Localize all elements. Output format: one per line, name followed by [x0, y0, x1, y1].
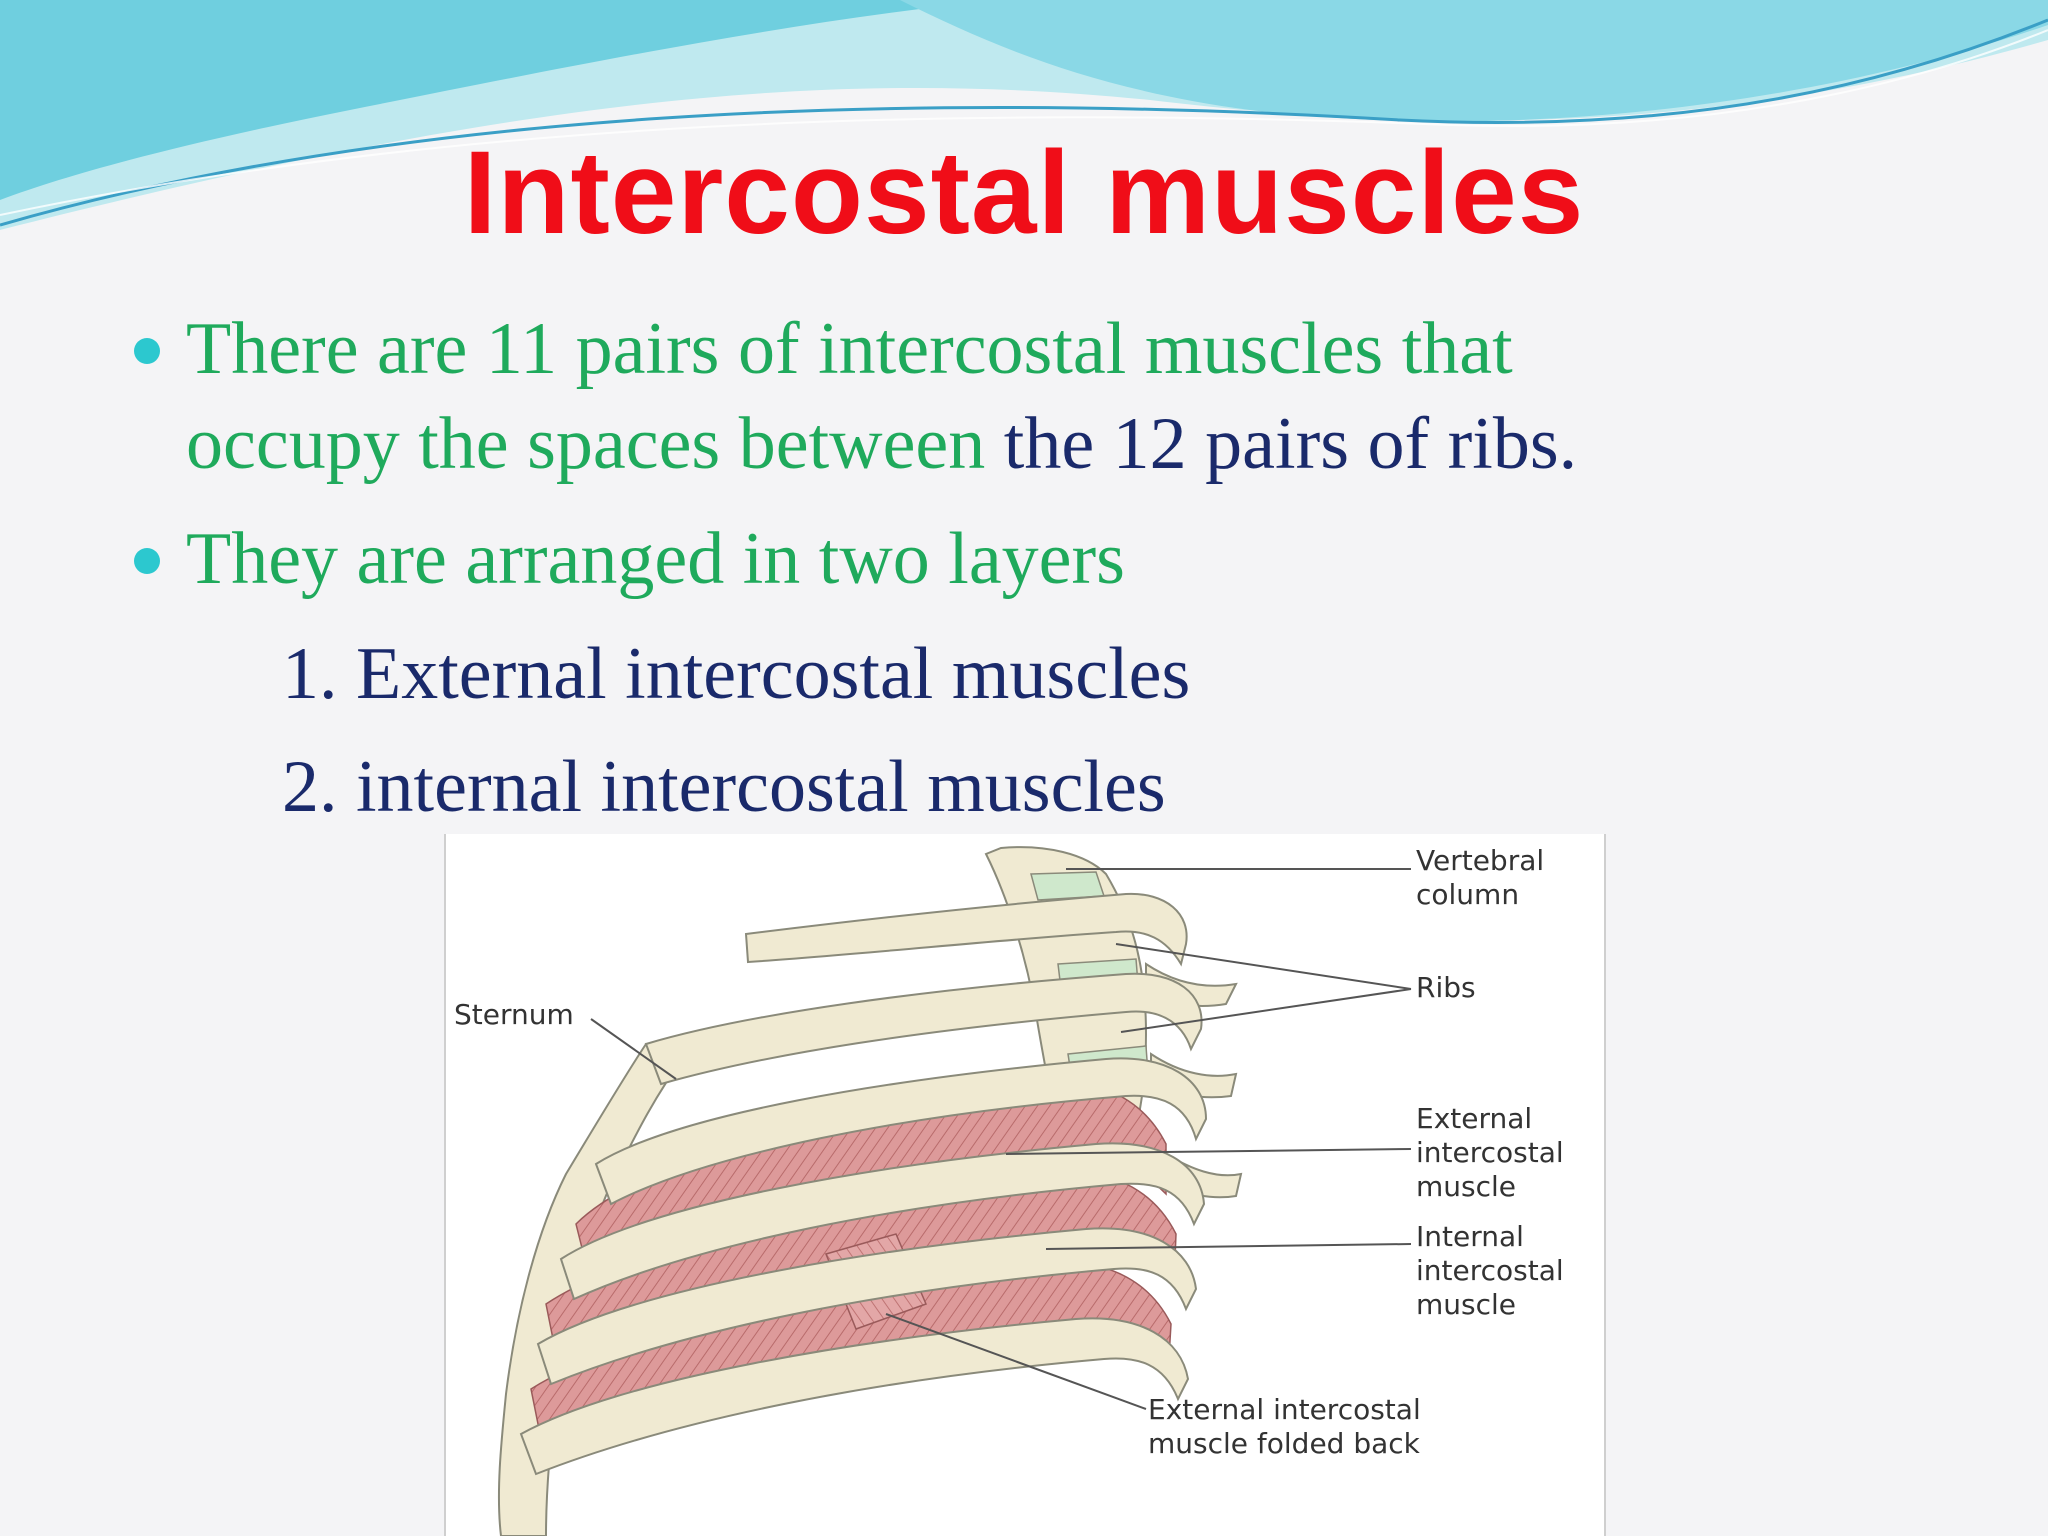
- wave-line-2: [0, 29, 2048, 216]
- label-external-intercostal: External: [1416, 1102, 1532, 1135]
- rib: [644, 972, 1203, 1086]
- rib: [594, 1057, 1208, 1206]
- bullet-dot-icon: [134, 548, 160, 574]
- leader-line-folded: [885, 1313, 1147, 1410]
- leader-line-internal: [1045, 1243, 1412, 1250]
- bullet-dot-icon: [134, 338, 160, 364]
- bullet-1-dark-text: the 12 pairs of ribs.: [985, 403, 1578, 485]
- leader-lines: [590, 868, 1412, 1410]
- ribcage-figure: Vertebral column Ribs Sternum External i…: [444, 834, 1606, 1536]
- label-internal-intercostal: Internal: [1416, 1220, 1524, 1253]
- wave-mid: [0, 0, 1000, 200]
- leader-line-ribs: [1120, 988, 1412, 1033]
- sub-item-1: 1. External intercostal muscles: [282, 633, 1191, 715]
- slide-title: Intercostal muscles: [463, 127, 1585, 259]
- label-sternum: Sternum: [454, 998, 574, 1031]
- sub-item-2: 2. internal intercostal muscles: [282, 746, 1166, 828]
- rib: [519, 1317, 1190, 1476]
- ribcage-illustration: Vertebral column Ribs Sternum External i…: [454, 844, 1564, 1536]
- label-vertebral-column: Vertebral: [1416, 844, 1544, 877]
- header-wave-decoration: [0, 0, 2048, 230]
- rib: [559, 1142, 1206, 1301]
- wave-line: [0, 18, 2048, 227]
- label-internal-intercostal: intercostal: [1416, 1254, 1564, 1287]
- leader-line-ribs: [1115, 943, 1412, 990]
- label-folded-back: External intercostal: [1148, 1393, 1421, 1426]
- rib: [536, 1227, 1198, 1386]
- bullet-1-line-2: occupy the spaces between the 12 pairs o…: [186, 397, 1854, 492]
- label-external-intercostal: muscle: [1416, 1170, 1516, 1203]
- label-folded-back: muscle folded back: [1148, 1427, 1421, 1460]
- vertebral-disc: [1030, 871, 1106, 901]
- wave-right: [900, 0, 2048, 122]
- bullet-item-2: They are arranged in two layers: [134, 512, 1854, 607]
- label-ribs: Ribs: [1416, 971, 1476, 1004]
- bullet-2-text: They are arranged in two layers: [186, 518, 1125, 600]
- label-vertebral-column: column: [1416, 878, 1519, 911]
- label-internal-intercostal: muscle: [1416, 1288, 1516, 1321]
- bullet-1-line-1: There are 11 pairs of intercostal muscle…: [186, 308, 1513, 390]
- label-external-intercostal: intercostal: [1416, 1136, 1564, 1169]
- bullet-1-green-text: occupy the spaces between: [186, 403, 986, 485]
- bullet-item-1: There are 11 pairs of intercostal muscle…: [134, 302, 1854, 492]
- leader-line-external: [1005, 1148, 1412, 1155]
- leader-line-sternum: [590, 1018, 677, 1080]
